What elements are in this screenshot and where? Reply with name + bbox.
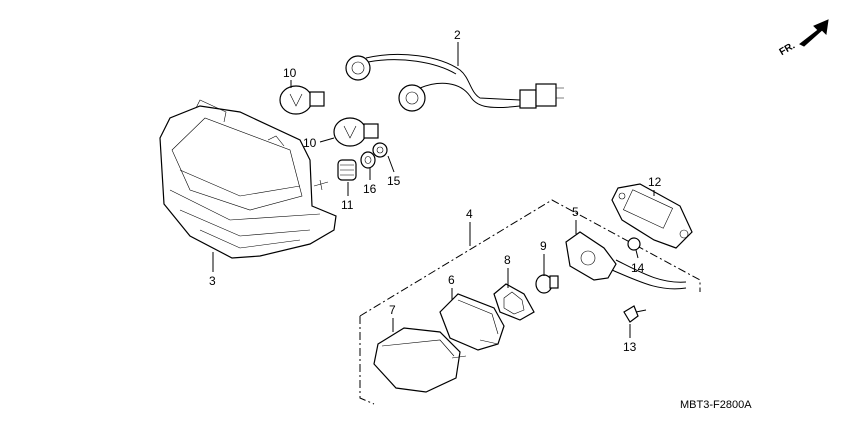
bulb-9 — [535, 274, 559, 294]
callout-9: 9 — [540, 239, 547, 253]
leader-lines — [212, 42, 655, 338]
grommet-11 — [337, 159, 357, 181]
callout-14: 14 — [631, 261, 645, 275]
bulb-lower — [333, 117, 379, 147]
callout-12: 12 — [648, 175, 662, 189]
callout-10-lower: 10 — [303, 136, 317, 150]
callout-6: 6 — [448, 273, 455, 287]
callout-5: 5 — [572, 205, 579, 219]
cover-7 — [373, 327, 467, 393]
front-direction-indicator: FR. — [778, 19, 829, 58]
assembly-bracket-4 — [359, 199, 701, 405]
washer-16 — [360, 151, 376, 169]
callout-15: 15 — [387, 174, 401, 188]
diagram-code: MBT3-F2800A — [680, 399, 752, 411]
tail-light-housing — [159, 99, 337, 259]
license-light-housing — [565, 231, 687, 290]
callout-16: 16 — [363, 182, 377, 196]
callout-4: 4 — [466, 207, 473, 221]
nut-15 — [372, 142, 388, 158]
gasket-8 — [493, 283, 535, 321]
callout-2: 2 — [454, 28, 461, 42]
callout-3: 3 — [209, 274, 216, 288]
screw-13 — [623, 305, 647, 323]
callout-13: 13 — [623, 340, 637, 354]
front-arrow-icon — [799, 19, 829, 47]
callout-11: 11 — [341, 198, 354, 212]
bulb-upper — [279, 85, 325, 115]
callout-10-upper: 10 — [283, 66, 297, 80]
nut-14 — [627, 237, 641, 251]
callout-7: 7 — [389, 303, 396, 317]
license-light-base — [611, 183, 693, 249]
lens-6 — [439, 293, 505, 351]
callout-8: 8 — [504, 253, 511, 267]
wire-harness — [345, 53, 564, 112]
front-label: FR. — [778, 40, 798, 58]
